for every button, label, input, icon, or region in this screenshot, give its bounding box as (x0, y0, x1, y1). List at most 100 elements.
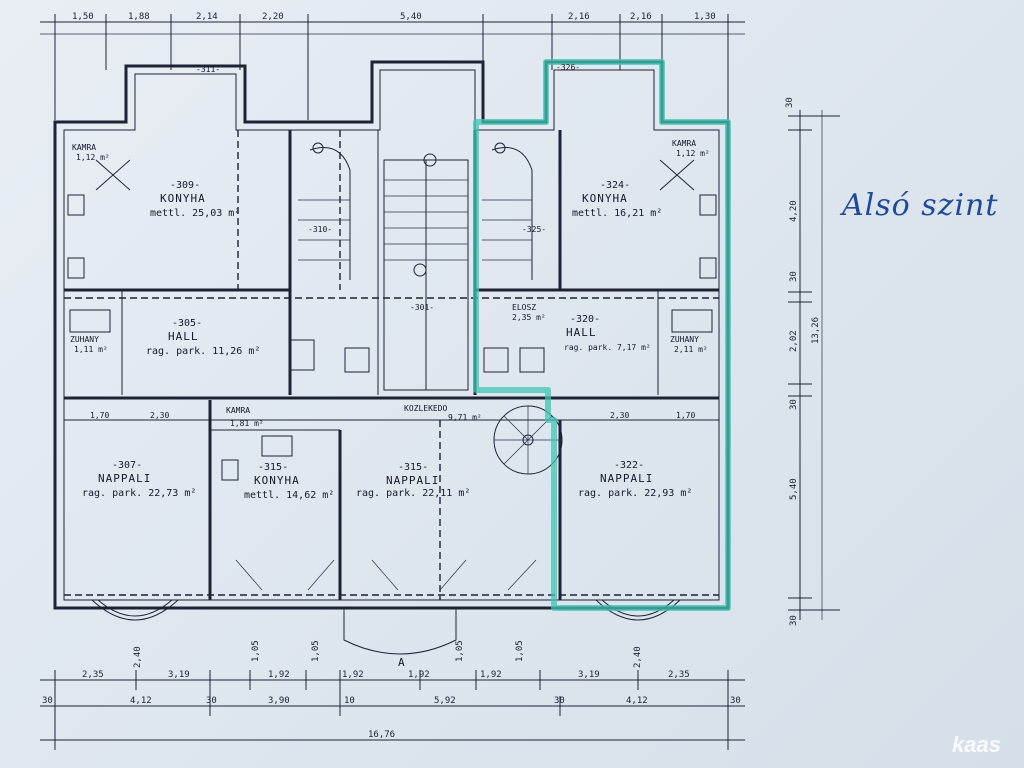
room-322-number: -322- (614, 460, 644, 471)
bottom-row2-1: 4,12 (130, 696, 152, 706)
kamra-left-name: KAMRA (72, 143, 96, 152)
top-dim-2: 2,14 (196, 12, 218, 22)
bottom-dimension-chains: 2,35 3,19 1,92 1,92 1,92 1,92 3,19 2,35 … (40, 670, 745, 750)
eloszto-name: ELOSZ (512, 303, 536, 312)
window-dim-7: 2,30 (150, 411, 169, 420)
room-322-name: NAPPALI (600, 472, 653, 485)
room-315b-number: -315- (398, 462, 428, 473)
bottom-row1-4: 1,92 (408, 670, 430, 680)
room-309-number: -309- (170, 180, 200, 191)
top-dim-0: 1,50 (72, 12, 94, 22)
room-325-number: -325- (522, 225, 546, 234)
zuhany-left-area: 1,11 m² (74, 345, 108, 354)
bottom-row2-6: 30 (554, 696, 565, 706)
right-dim-0: 30 (785, 97, 795, 108)
highlighted-apartment-outline (473, 59, 731, 611)
room-309-name: KONYHA (160, 192, 206, 205)
right-dim-4: 30 (789, 399, 799, 410)
room-320-number: -320- (570, 314, 600, 325)
section-mark: A (398, 656, 406, 669)
top-dim-3: 2,20 (262, 12, 284, 22)
room-305-area: rag. park. 11,26 m² (146, 346, 260, 357)
staircases (298, 147, 563, 475)
top-dim-5: 2,16 (568, 12, 590, 22)
kozlekedo-name: KOZLEKEDO (404, 404, 448, 413)
right-dim-total: 13,26 (811, 317, 821, 344)
kamra-middle-name: KAMRA (226, 406, 250, 415)
kozlekedo-area: 9,71 m² (448, 413, 482, 422)
bottom-row2-2: 30 (206, 696, 217, 706)
room-307-name: NAPPALI (98, 472, 151, 485)
window-dim-1: 2,40 (633, 646, 643, 668)
top-dim-4: 5,40 (400, 12, 422, 22)
room-315a-name: KONYHA (254, 474, 300, 487)
room-309-area: mettl. 25,03 m² (150, 208, 240, 219)
room-311-number: -311- (196, 65, 220, 74)
kamra-middle-area: 1,81 m² (230, 419, 264, 428)
window-height-marks: 2,40 2,40 1,05 1,05 1,05 1,05 1,70 2,30 … (90, 411, 695, 668)
kamra-right-name: KAMRA (672, 139, 696, 148)
right-dim-3: 2,02 (789, 330, 799, 352)
room-315a-number: -315- (258, 462, 288, 473)
room-315a-area: mettl. 14,62 m² (244, 490, 334, 501)
bottom-row1-2: 1,92 (268, 670, 290, 680)
top-dim-1: 1,88 (128, 12, 150, 22)
room-labels: -309- KONYHA mettl. 25,03 m² -324- KONYH… (70, 63, 710, 669)
window-dim-4: 1,05 (455, 640, 465, 662)
bottom-row2-5: 5,92 (434, 696, 456, 706)
room-307-number: -307- (112, 460, 142, 471)
right-dim-1: 4,20 (789, 200, 799, 222)
zuhany-right-area: 2,11 m² (674, 345, 708, 354)
watermark: kaas (952, 732, 1001, 757)
fixtures (67, 142, 717, 481)
zuhany-right-name: ZUHANY (670, 335, 699, 344)
window-dim-0: 2,40 (133, 646, 143, 668)
bottom-total: 16,76 (368, 730, 395, 740)
room-320-name: HALL (566, 326, 597, 339)
right-dimension-chain: 30 4,20 30 2,02 30 5,40 30 13,26 (785, 97, 840, 626)
kamra-right-area: 1,12 m² (676, 149, 710, 158)
bottom-row2-3: 3,90 (268, 696, 290, 706)
bottom-row2-8: 30 (730, 696, 741, 706)
top-dim-7: 1,30 (694, 12, 716, 22)
eloszto-area: 2,35 m² (512, 313, 546, 322)
bottom-row1-5: 1,92 (480, 670, 502, 680)
window-dim-5: 1,05 (515, 640, 525, 662)
room-305-name: HALL (168, 330, 199, 343)
room-324-name: KONYHA (582, 192, 628, 205)
room-301-number: -301- (410, 303, 434, 312)
window-dim-9: 1,70 (676, 411, 695, 420)
right-dim-6: 30 (789, 615, 799, 626)
room-310-number: -310- (308, 225, 332, 234)
room-315b-name: NAPPALI (386, 474, 439, 487)
bottom-row1-1: 3,19 (168, 670, 190, 680)
room-320-area: rag. park. 7,17 m² (564, 343, 651, 352)
handwritten-note: Alsó szint (842, 188, 999, 223)
building-walls (53, 60, 730, 610)
room-305-number: -305- (172, 318, 202, 329)
zuhany-left-name: ZUHANY (70, 335, 99, 344)
window-dim-8: 2,30 (610, 411, 629, 420)
room-324-number: -324- (600, 180, 630, 191)
window-dim-6: 1,70 (90, 411, 109, 420)
top-dimension-chain: 1,50 1,88 2,14 2,20 5,40 2,16 2,16 1,30 (40, 12, 745, 120)
kamra-left-area: 1,12 m² (76, 153, 110, 162)
bottom-row2-4: 10 (344, 696, 355, 706)
right-dim-2: 30 (789, 271, 799, 282)
room-307-area: rag. park. 22,73 m² (82, 488, 196, 499)
bottom-row2-0: 30 (42, 696, 53, 706)
bottom-row1-0: 2,35 (82, 670, 104, 680)
bottom-row2-7: 4,12 (626, 696, 648, 706)
bottom-row1-6: 3,19 (578, 670, 600, 680)
top-dim-6: 2,16 (630, 12, 652, 22)
bottom-row1-7: 2,35 (668, 670, 690, 680)
room-322-area: rag. park. 22,93 m² (578, 488, 692, 499)
room-326-number: -326- (556, 63, 580, 72)
bottom-row1-3: 1,92 (342, 670, 364, 680)
window-dim-3: 1,05 (311, 640, 321, 662)
window-dim-2: 1,05 (251, 640, 261, 662)
room-324-area: mettl. 16,21 m² (572, 208, 662, 219)
room-315b-area: rag. park. 22,11 m² (356, 488, 470, 499)
